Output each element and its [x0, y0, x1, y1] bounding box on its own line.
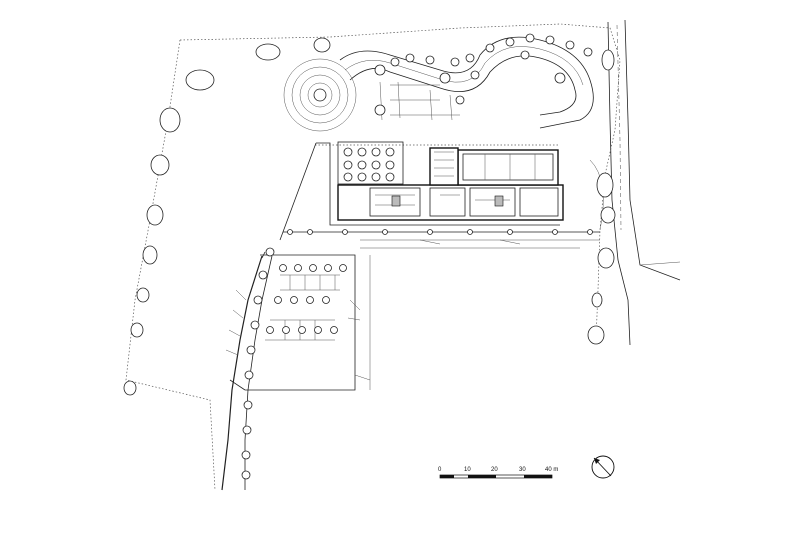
site-boundary [125, 23, 621, 491]
scale-tick-10: 10 [464, 467, 471, 473]
scale-tick-30: 30 [519, 467, 526, 473]
frontage-trees [287, 229, 593, 235]
scale-bar: 0 10 20 30 40 m [438, 467, 558, 479]
main-building [337, 147, 564, 221]
access-road [221, 255, 273, 491]
scale-tick-20: 20 [491, 467, 498, 473]
scale-tick-0: 0 [438, 467, 442, 473]
east-trees [587, 49, 616, 345]
parking-lot [229, 251, 371, 391]
building-precinct [279, 142, 600, 249]
courtyard-trees [337, 141, 404, 185]
scale-tick-40m: 40 m [545, 467, 558, 473]
garden-trees [374, 33, 593, 116]
road-trees [241, 247, 275, 480]
boundary-trees [123, 37, 331, 396]
circular-lawn [283, 58, 357, 132]
parking-trees [266, 264, 347, 334]
north-arrow-icon [591, 455, 615, 479]
